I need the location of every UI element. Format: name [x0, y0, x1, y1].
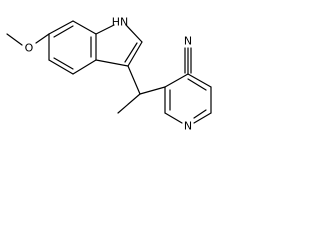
bond-c7-c7a [72, 20, 97, 35]
methoxy-oxygen-label: O [25, 42, 34, 55]
ethylidene-linker [117, 65, 166, 114]
bond-ch-methyl [117, 93, 141, 114]
bond-c2-c3 [127, 41, 143, 67]
bond-n-c2p [164, 112, 183, 124]
bond-n1-c2 [125, 24, 143, 43]
bond-o-ring [35, 33, 50, 44]
double-bond-c4-c5 [53, 57, 74, 70]
bond-c7a-n1 [95, 24, 115, 35]
bond-c3-c3a [95, 59, 129, 67]
nitrile-nitrogen-label: N [184, 35, 192, 48]
bond-c3a-c4 [72, 59, 97, 75]
indole-pyrrole-ring [95, 24, 143, 67]
double-bond-c4p-c5p [187, 78, 207, 91]
double-bond-c6p-n [193, 109, 207, 119]
bond-c4-c5 [48, 59, 74, 75]
bond-c3p-c4p [164, 73, 189, 88]
bond-c3-ch [127, 65, 141, 95]
pyridine-nitrogen-label: N [184, 120, 192, 133]
bond-c6-c7 [48, 20, 74, 35]
double-bond-c6-c7 [53, 25, 74, 38]
double-bond-c2-c3 [124, 42, 138, 63]
bond-ch-pyridine [139, 86, 166, 95]
methoxy-group [6, 33, 50, 46]
indole-benzene-ring [48, 20, 97, 75]
molecule-diagram: O HN N N [0, 0, 243, 145]
nitrile-group [184, 47, 192, 75]
structure-drawing: O HN N N [6, 16, 212, 133]
bond-methyl-o [6, 33, 23, 46]
bond-c6p-n [193, 112, 212, 124]
bond-c4p-c5p [187, 73, 212, 88]
pyridine-ring [164, 73, 212, 124]
indole-nh-label: HN [112, 16, 129, 29]
